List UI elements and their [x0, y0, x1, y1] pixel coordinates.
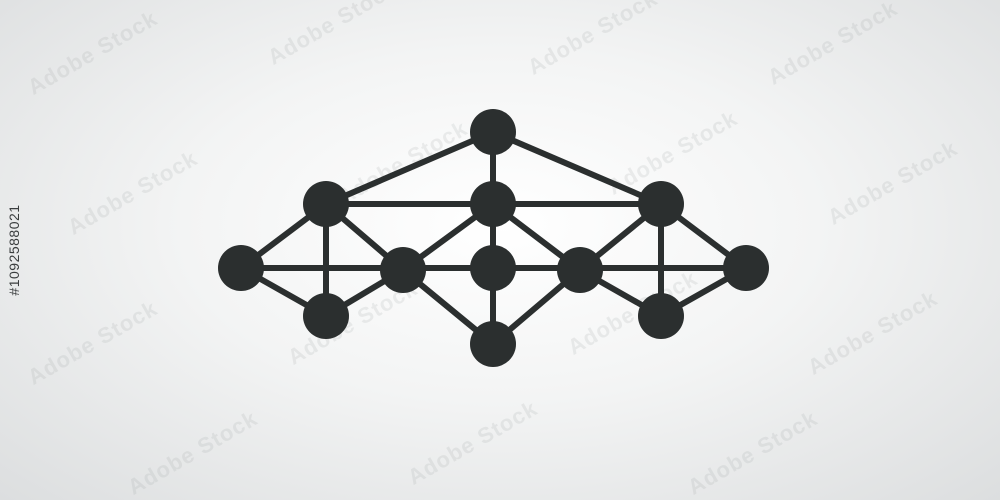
node-middle	[470, 245, 516, 291]
edge-top-upperRight	[490, 129, 664, 207]
node-top	[470, 109, 516, 155]
node-midLeft	[380, 247, 426, 293]
node-lowerRight	[638, 293, 684, 339]
node-farRight	[723, 245, 769, 291]
node-upperRight	[638, 181, 684, 227]
node-group	[218, 109, 769, 367]
node-farLeft	[218, 245, 264, 291]
image-id-label: #1092588021	[6, 204, 22, 296]
node-upperLeft	[303, 181, 349, 227]
node-center	[470, 181, 516, 227]
node-bottom	[470, 321, 516, 367]
node-midRight	[557, 247, 603, 293]
node-lowerLeft	[303, 293, 349, 339]
edge-top-upperLeft	[323, 129, 496, 207]
